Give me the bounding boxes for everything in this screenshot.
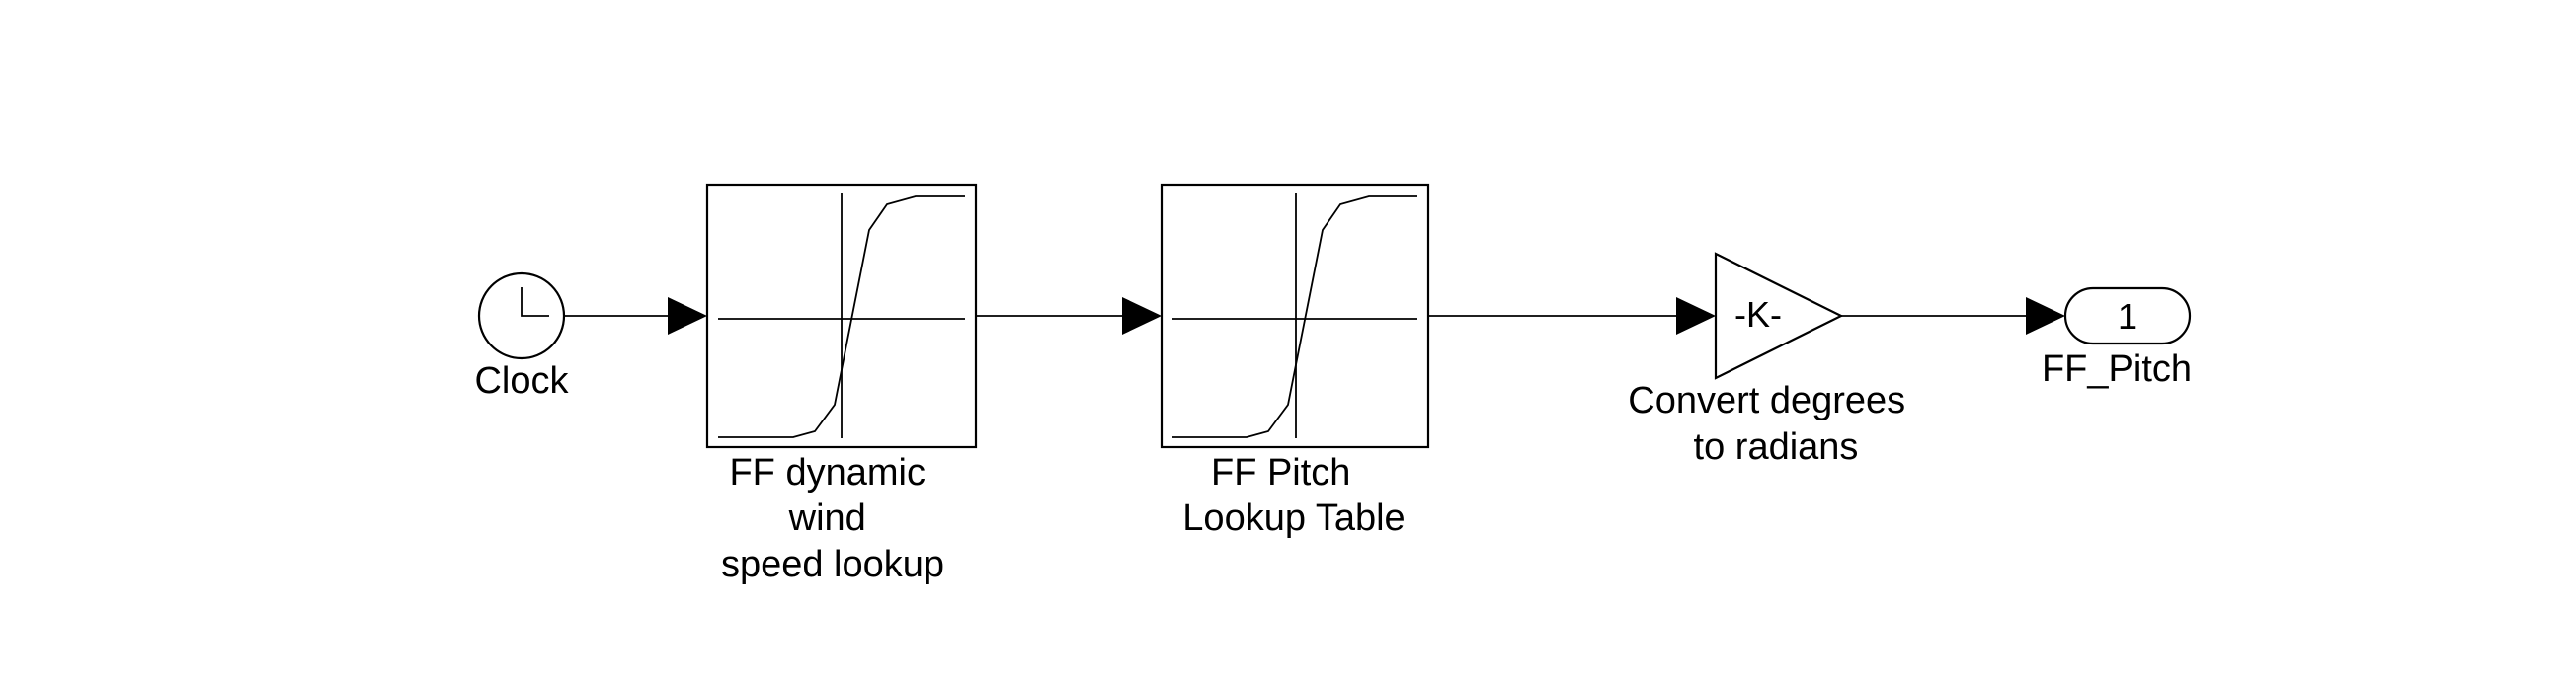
wind-lookup-label-line-3: speed lookup (721, 544, 944, 585)
pitch-lookup-label-line-2: Lookup Table (1182, 497, 1405, 539)
outport-number: 1 (2118, 296, 2137, 337)
wind-lookup-block[interactable]: FF dynamic wind speed lookup (705, 183, 978, 585)
arrow-head-icon (1122, 297, 1162, 335)
gain-symbol: -K- (1734, 294, 1782, 335)
gain-label-line-2: to radians (1694, 426, 1859, 468)
pitch-lookup-label: FF Pitch Lookup Table (1182, 452, 1405, 539)
gain-block[interactable]: -K- Convert degrees to radians (1628, 252, 1916, 468)
clock-label: Clock (474, 360, 569, 402)
signal-line-gain-to-outport (1841, 297, 2065, 335)
arrow-head-icon (1676, 297, 1716, 335)
signal-line-wind-to-pitch (976, 297, 1162, 335)
wind-lookup-label-line-1: FF dynamic (729, 452, 925, 494)
outport-icon (2063, 286, 2192, 345)
signal-line-clock-to-wind (564, 297, 707, 335)
clock-block[interactable]: Clock (474, 271, 570, 402)
pitch-lookup-label-line-1: FF Pitch (1211, 452, 1350, 494)
pitch-lookup-box (1160, 183, 1430, 449)
signal-line-pitch-to-gain (1428, 297, 1716, 335)
arrow-head-icon (668, 297, 707, 335)
gain-triangle-icon (1714, 252, 1844, 380)
wind-lookup-label-line-2: wind (788, 497, 866, 539)
wind-lookup-label: FF dynamic wind speed lookup (721, 452, 944, 585)
clock-hands (521, 287, 549, 317)
outport-block[interactable]: 1 FF_Pitch (2042, 286, 2192, 390)
arrow-head-icon (2026, 297, 2065, 335)
gain-label: Convert degrees to radians (1628, 380, 1916, 468)
gain-label-line-1: Convert degrees (1628, 380, 1905, 421)
lookup-table-curve-icon (1172, 193, 1417, 438)
outport-label: FF_Pitch (2042, 348, 2192, 390)
pitch-lookup-block[interactable]: FF Pitch Lookup Table (1160, 183, 1430, 539)
lookup-table-curve-icon (718, 193, 965, 438)
